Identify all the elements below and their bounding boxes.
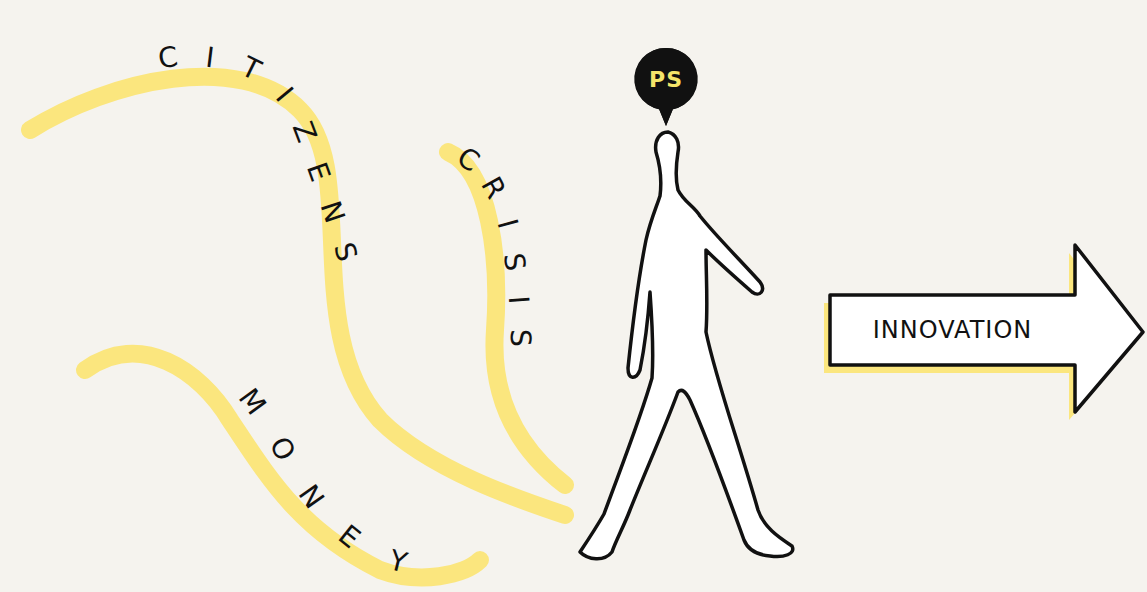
band-letter: I xyxy=(504,295,532,305)
node-text: INNOVATION xyxy=(830,295,1075,365)
band-letter: N xyxy=(293,480,328,513)
band-letter: O xyxy=(264,433,299,466)
band-letter: S xyxy=(329,239,361,264)
band-letter: E xyxy=(302,159,334,185)
band-letter: C xyxy=(156,43,179,73)
band-letter: R xyxy=(476,173,510,204)
bubble-body xyxy=(635,48,697,110)
band-letter: E xyxy=(333,521,364,554)
band-letter: S xyxy=(499,251,529,273)
band-letter: S xyxy=(506,329,534,347)
arrow-outline xyxy=(830,245,1143,412)
band-letter: I xyxy=(270,83,297,107)
band-letter: T xyxy=(237,53,265,86)
bubble-tail xyxy=(657,104,675,126)
crisis-band xyxy=(448,152,565,485)
band-letter: N xyxy=(315,197,348,226)
band-letter: I xyxy=(204,43,216,72)
node-text: PS xyxy=(635,48,697,110)
band-letter: M xyxy=(234,384,271,420)
arrow-shape: INNOVATION xyxy=(825,240,1147,415)
band-letter: Z xyxy=(287,118,320,146)
money-band xyxy=(85,354,480,578)
walking-figure xyxy=(580,132,793,559)
band-letter: I xyxy=(492,216,521,231)
band-letter: Y xyxy=(386,546,409,577)
citizens-band xyxy=(30,77,565,515)
bubble-outline xyxy=(634,48,698,126)
band-letter: C xyxy=(452,143,484,177)
speech-bubble: PS xyxy=(635,48,697,110)
